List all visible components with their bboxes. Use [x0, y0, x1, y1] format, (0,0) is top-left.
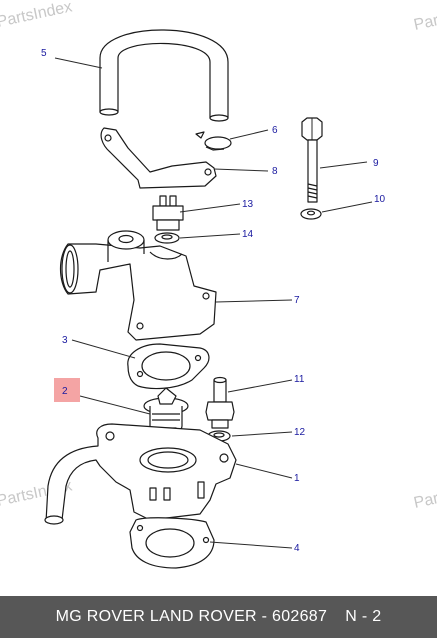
- callout-6[interactable]: 6: [272, 125, 278, 136]
- bolt-part[interactable]: [301, 117, 323, 203]
- sensor-washer-part[interactable]: [154, 232, 180, 244]
- exploded-parts-diagram: PartsIndex PartsIndex PartsIndex PartsIn…: [0, 0, 437, 569]
- thermostat-housing-part[interactable]: [59, 230, 217, 341]
- footer-bar: MG ROVER LAND ROVER - 602687 N - 2: [0, 596, 437, 638]
- lower-housing-part[interactable]: [44, 423, 237, 525]
- leader-lines: [54, 57, 373, 549]
- lower-gasket-part[interactable]: [129, 517, 215, 569]
- callout-5[interactable]: 5: [41, 48, 47, 59]
- callout-13[interactable]: 13: [242, 199, 254, 210]
- footer-section: N - 2: [345, 608, 382, 625]
- temperature-sensor-part[interactable]: [152, 195, 184, 231]
- callout-4[interactable]: 4: [294, 543, 300, 554]
- mounting-bracket-part[interactable]: [100, 127, 217, 189]
- watermark: PartsIndex: [412, 1, 437, 34]
- callout-2[interactable]: 2: [62, 386, 68, 397]
- washer-part[interactable]: [300, 208, 322, 220]
- callout-1[interactable]: 1: [294, 473, 300, 484]
- hose-clip-part[interactable]: [195, 131, 232, 151]
- callout-11[interactable]: 11: [294, 374, 305, 385]
- callout-labels: 5 6 8 9 13 10 14 7 3 2 11 12 1 4: [41, 48, 386, 554]
- callout-12[interactable]: 12: [294, 427, 306, 438]
- footer-brand: MG ROVER LAND ROVER - 602687: [55, 608, 328, 625]
- upper-gasket-part[interactable]: [127, 343, 210, 390]
- bleed-union-part[interactable]: [205, 376, 235, 429]
- callout-7[interactable]: 7: [294, 295, 300, 306]
- hose-part[interactable]: [99, 29, 229, 122]
- callout-9[interactable]: 9: [373, 158, 379, 169]
- watermark: PartsIndex: [412, 479, 437, 512]
- callout-10[interactable]: 10: [374, 194, 386, 205]
- callout-highlight: [54, 378, 80, 402]
- callout-3[interactable]: 3: [62, 335, 68, 346]
- callout-14[interactable]: 14: [242, 229, 254, 240]
- watermark: PartsIndex: [0, 0, 74, 31]
- callout-8[interactable]: 8: [272, 166, 278, 177]
